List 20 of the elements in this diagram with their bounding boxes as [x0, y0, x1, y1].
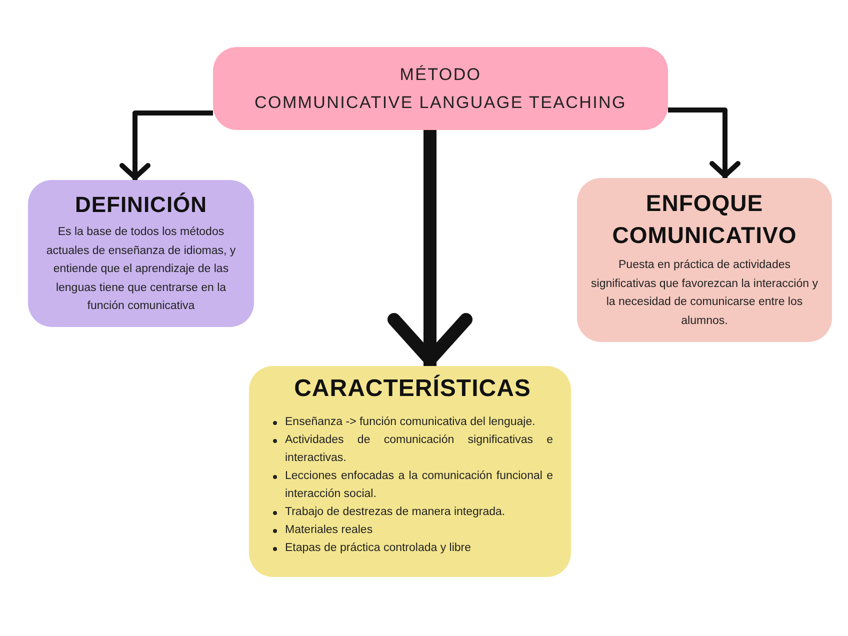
bullet-item: Trabajo de destrezas de manera integrada.	[272, 503, 553, 521]
bullet-item: Lecciones enfocadas a la comunicación funcional e interacción social.	[272, 467, 553, 503]
topic-card	[28, 180, 254, 327]
bullet-item: Actividades de comunicación significativas e interactivas.	[272, 431, 553, 467]
arrow	[668, 108, 740, 178]
topic-card	[249, 366, 571, 577]
bullet-item: Materiales reales	[272, 521, 553, 539]
card-body-text: Es la base de todos los métodos actuales de enseñanza de idiomas, y entiende que el aprendizaje de las lenguas tiene que centrarse en la función comunicativa	[45, 225, 237, 314]
title-card	[213, 47, 668, 130]
card-heading: DEFINICIÓN	[74, 193, 208, 217]
topic-card	[577, 178, 832, 342]
arrow	[388, 130, 472, 366]
bullet-item: Enseñanza -> función comunicativa del lenguaje.	[272, 413, 553, 431]
title-text: COMMUNICATIVE LANGUAGE TEACHING	[254, 92, 626, 114]
card-heading: CARACTERÍSTICAS	[294, 375, 531, 403]
arrow	[120, 110, 213, 180]
card-body-text: Puesta en práctica de actividades significativas que favorezcan la interacción y la necesidad de comunicarse entre los alumnos.	[590, 258, 819, 328]
card-heading: ENFOQUE COMUNICATIVO	[611, 189, 798, 250]
title-text: MÉTODO	[400, 64, 482, 86]
bullet-item: Etapas de práctica controlada y libre	[272, 539, 553, 557]
